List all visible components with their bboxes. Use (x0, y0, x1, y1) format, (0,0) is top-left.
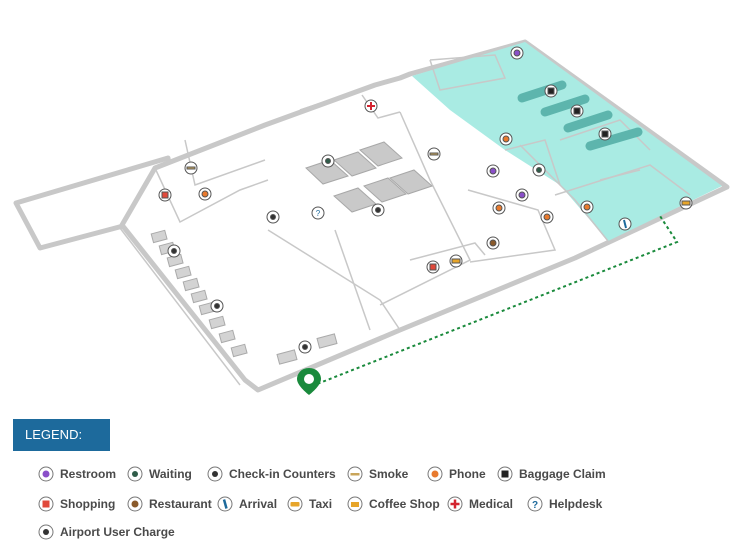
legend-item-taxi: Taxi (287, 495, 332, 513)
legend-label: Arrival (239, 497, 278, 511)
legend-item-restaurant: Restaurant (127, 495, 212, 513)
baggage-claim-icon[interactable] (544, 84, 558, 98)
baggage-claim-icon[interactable] (570, 104, 584, 118)
arrival-icon (217, 496, 233, 512)
phone-icon (427, 466, 443, 482)
svg-text:?: ? (532, 500, 538, 511)
legend-item-waiting: Waiting (127, 465, 192, 483)
shopping-icon[interactable] (158, 188, 172, 202)
arrival-hall-highlight (412, 42, 722, 241)
map-pois: ? (158, 46, 693, 354)
taxi-icon (287, 496, 303, 512)
airport-floor-map: ? (13, 39, 730, 395)
route-path (311, 215, 679, 387)
baggage-claim-icon (497, 466, 513, 482)
waiting-icon (127, 466, 143, 482)
legend-item-airport-user-charge: Airport User Charge (38, 523, 175, 541)
waiting-icon[interactable] (321, 154, 335, 168)
waiting-icon[interactable] (532, 163, 546, 177)
helpdesk-icon[interactable]: ? (311, 206, 325, 220)
phone-icon[interactable] (499, 132, 513, 146)
restroom-icon (38, 466, 54, 482)
medical-icon (447, 496, 463, 512)
svg-text:?: ? (316, 209, 321, 218)
shopping-icon[interactable] (426, 260, 440, 274)
legend-item-baggage-claim: Baggage Claim (497, 465, 606, 483)
legend-item-medical: Medical (447, 495, 513, 513)
baggage-claim-icon[interactable] (598, 127, 612, 141)
phone-icon[interactable] (492, 201, 506, 215)
legend-label: Phone (449, 467, 486, 481)
baggage-belts (517, 80, 643, 151)
taxi-icon[interactable] (679, 196, 693, 210)
legend-label: Medical (469, 497, 514, 511)
shopping-icon (38, 496, 54, 512)
phone-icon[interactable] (198, 187, 212, 201)
legend-label: Taxi (309, 497, 333, 511)
airport-user-charge-icon[interactable] (266, 210, 280, 224)
helpdesk-icon: ? (527, 496, 543, 512)
coffee-shop-icon[interactable] (449, 254, 463, 268)
legend-item-check-in: Check-in Counters (207, 465, 336, 483)
phone-icon[interactable] (540, 210, 554, 224)
restaurant-icon (127, 496, 143, 512)
restroom-icon[interactable] (510, 46, 524, 60)
legend-label: Waiting (149, 467, 192, 481)
check-in-icon[interactable] (167, 244, 181, 258)
legend-label: Smoke (369, 467, 409, 481)
legend-label: Restroom (60, 467, 117, 481)
check-in-icon[interactable] (210, 299, 224, 313)
legend-heading: LEGEND: (13, 419, 110, 451)
restroom-icon[interactable] (486, 164, 500, 178)
legend-label: Baggage Claim (519, 467, 606, 481)
legend-label: Airport User Charge (60, 525, 175, 539)
phone-icon[interactable] (580, 200, 594, 214)
check-in-icon (207, 466, 223, 482)
legend-label: Helpdesk (549, 497, 603, 511)
legend-label: Check-in Counters (229, 467, 336, 481)
legend-item-shopping: Shopping (38, 495, 115, 513)
arrival-icon[interactable] (618, 217, 632, 231)
legend-item-restroom: Restroom (38, 465, 116, 483)
check-in-icon[interactable] (371, 203, 385, 217)
legend-item-coffee-shop: Coffee Shop (347, 495, 440, 513)
legend-label: Coffee Shop (369, 497, 440, 511)
medical-icon[interactable] (364, 99, 378, 113)
legend-label: Restaurant (149, 497, 212, 511)
smoke-icon[interactable] (184, 161, 198, 175)
check-in-icon[interactable] (298, 340, 312, 354)
airport-user-charge-icon (38, 524, 54, 540)
legend-item-smoke: Smoke (347, 465, 408, 483)
legend-item-arrival: Arrival (217, 495, 277, 513)
check-in-desks (305, 141, 433, 213)
legend-item-helpdesk: ? Helpdesk (527, 495, 602, 513)
location-marker[interactable] (297, 368, 321, 395)
legend-label: Shopping (60, 497, 116, 511)
smoke-icon (347, 466, 363, 482)
coffee-shop-icon (347, 496, 363, 512)
legend-item-phone: Phone (427, 465, 486, 483)
restroom-icon[interactable] (515, 188, 529, 202)
smoke-icon[interactable] (427, 147, 441, 161)
restaurant-icon[interactable] (486, 236, 500, 250)
